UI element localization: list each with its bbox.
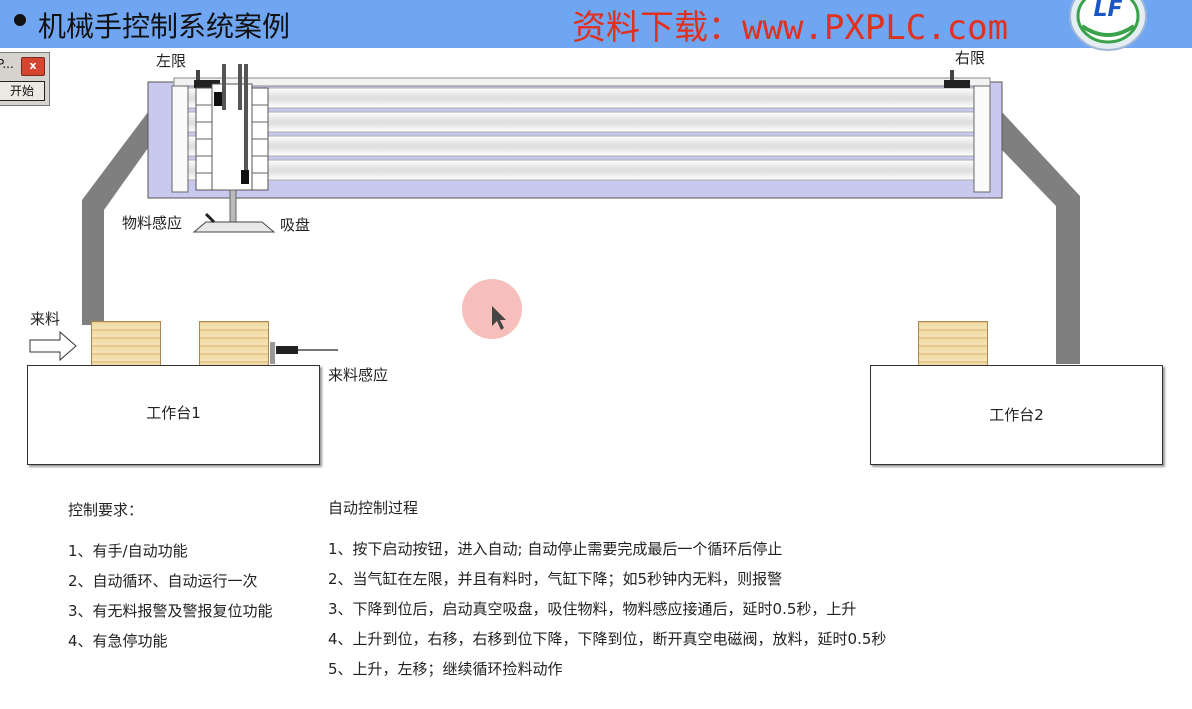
- requirements-heading: 控制要求：: [68, 501, 144, 519]
- requirement-item: 4、有急停功能: [68, 632, 168, 650]
- auto-process-step: 2、当气缸在左限，并且有料时，气缸下降；如5秒钟内无料，则报警: [328, 570, 783, 588]
- cylinder-sensor-bottom: [241, 170, 249, 184]
- material-sensor-probe: [204, 212, 216, 224]
- suction-cup-shape: [192, 221, 276, 233]
- left-support-arm: [82, 112, 148, 325]
- requirement-item: 3、有无料报警及警报复位功能: [68, 602, 273, 620]
- cylinder-sensor-top: [214, 92, 222, 106]
- right-support-arm: [1002, 112, 1080, 364]
- material-block-2: [199, 321, 269, 367]
- rail-2: [187, 111, 977, 133]
- auto-process-heading: 自动控制过程: [328, 499, 419, 517]
- lf-logo-icon: LF: [1069, 0, 1147, 51]
- auto-process-step: 5、上升，左移；继续循环捡料动作: [328, 660, 563, 678]
- right-end-cap: [973, 85, 991, 193]
- workstation-1-label: 工作台1: [146, 404, 201, 422]
- material-block-1: [91, 321, 161, 367]
- workstation-2-label: 工作台2: [989, 406, 1044, 424]
- incoming-arrow-icon: [29, 330, 77, 362]
- incoming-sensor-label: 来料感应: [328, 366, 389, 384]
- auto-process-step: 1、按下启动按钮，进入自动; 自动停止需要完成最后一个循环后停止: [328, 540, 783, 558]
- watermark-text: 资料下载：www.PXPLC.com: [572, 8, 1009, 48]
- requirement-item: 2、自动循环、自动运行一次: [68, 572, 258, 590]
- page-title: 机械手控制系统案例: [38, 10, 291, 43]
- mouse-cursor-icon: [492, 306, 506, 330]
- mini-window-title: P...: [0, 57, 14, 71]
- left-limit-label: 左限: [156, 52, 187, 70]
- incoming-label: 来料: [30, 310, 61, 328]
- auto-process-step: 4、上升到位，右移，右移到位下降，下降到位，断开真空电磁阀，放料，延时0.5秒: [328, 630, 887, 648]
- header-bar: [0, 0, 1192, 48]
- rail-1: [187, 87, 977, 109]
- material-sensor-label: 物料感应: [122, 214, 183, 232]
- requirement-item: 1、有手/自动功能: [68, 542, 188, 560]
- right-limit-label: 右限: [955, 49, 986, 67]
- close-button[interactable]: x: [21, 57, 45, 76]
- rail-3: [187, 135, 977, 157]
- left-limit-sensor: [194, 80, 220, 88]
- left-end-cap: [171, 85, 189, 193]
- top-bar: [173, 77, 991, 87]
- bullet-icon: [14, 14, 26, 26]
- right-limit-sensor: [944, 80, 970, 88]
- workstation-2: 工作台2: [870, 365, 1163, 465]
- material-block-3: [918, 321, 988, 367]
- incoming-sensor-body: [276, 346, 298, 354]
- piston-rod: [229, 189, 237, 223]
- logo-text: LF: [1093, 0, 1122, 22]
- rail-4: [187, 159, 977, 181]
- workstation-1: 工作台1: [27, 365, 320, 465]
- suction-cup-label: 吸盘: [280, 216, 311, 234]
- auto-process-step: 3、下降到位后，启动真空吸盘，吸住物料，物料感应接通后，延时0.5秒，上升: [328, 600, 857, 618]
- start-button[interactable]: 开始: [0, 81, 45, 101]
- mini-control-window: P... x 开始: [0, 52, 50, 106]
